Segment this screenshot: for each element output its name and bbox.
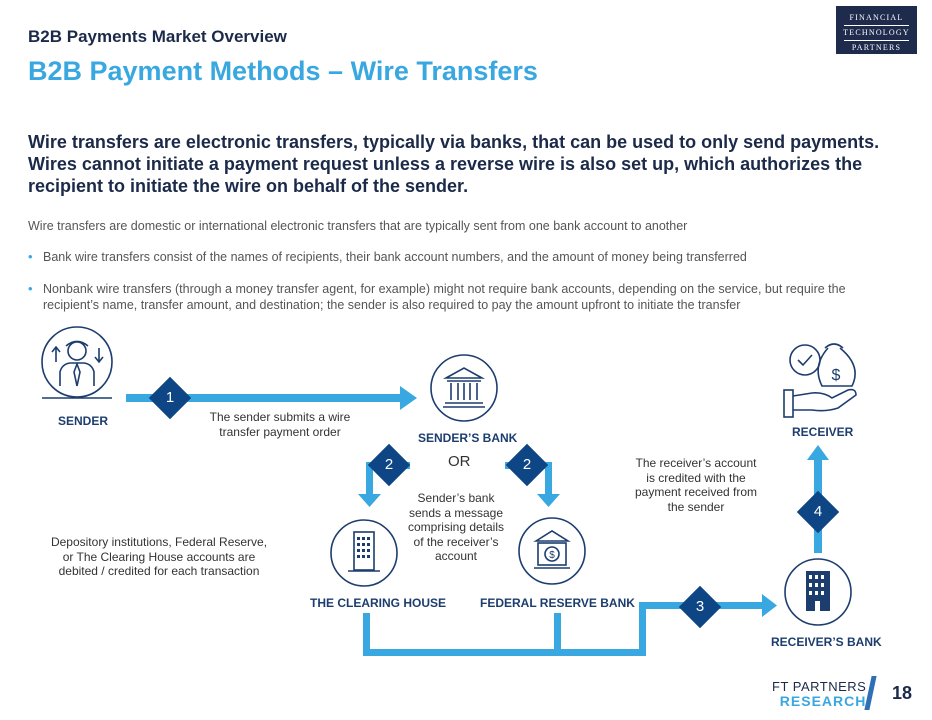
step-number-2-left: 2 <box>384 456 394 473</box>
sender-label: SENDER <box>58 414 109 428</box>
step4-description: The receiver’s account is credited with … <box>634 456 758 514</box>
page-title: B2B Payment Methods – Wire Transfers <box>28 56 538 86</box>
clearing-house-icon <box>330 519 398 587</box>
headline: Wire transfers are electronic transfers,… <box>28 132 880 196</box>
brand-line-2: RESEARCH <box>779 693 867 709</box>
dollar-sign-icon: $ <box>549 550 555 561</box>
step-number-2-right: 2 <box>522 456 532 473</box>
bullet-dot-icon: • <box>28 281 33 296</box>
arrow-sender-to-bank <box>126 386 417 410</box>
senders-bank-icon <box>430 354 498 422</box>
brand-line-1: FT PARTNERS <box>772 679 867 694</box>
step2-description: Sender’s bank sends a message comprising… <box>407 491 505 563</box>
logo-line-3: PARTNERS <box>851 43 902 52</box>
section-title: B2B Payments Market Overview <box>28 27 287 46</box>
sender-icon <box>41 326 113 399</box>
money-bag-dollar-icon: $ <box>832 367 841 384</box>
logo-line-1: FINANCIAL <box>849 13 904 22</box>
ft-partners-research-brand: FT PARTNERS RESEARCH <box>772 679 866 709</box>
step-number-3: 3 <box>695 598 705 615</box>
bullet-dot-icon: • <box>28 249 33 264</box>
bullet-item: • Bank wire transfers consist of the nam… <box>28 249 868 267</box>
federal-reserve-label: FEDERAL RESERVE BANK <box>480 596 635 610</box>
senders-bank-label: SENDER’S BANK <box>418 431 518 445</box>
depository-description: Depository institutions, Federal Reserve… <box>50 535 268 578</box>
receiver-icon <box>783 343 857 418</box>
page-number: 18 <box>892 683 913 703</box>
receiver-label: RECEIVER <box>792 425 854 439</box>
intro-text: Wire transfers are domestic or internati… <box>28 219 688 233</box>
ftp-logo: FINANCIAL TECHNOLOGY PARTNERS <box>836 6 917 54</box>
logo-line-2: TECHNOLOGY <box>843 28 910 37</box>
federal-reserve-icon <box>518 517 586 585</box>
bullet-text: Nonbank wire transfers (through a money … <box>43 282 846 312</box>
step-number-4: 4 <box>813 503 823 520</box>
or-label: OR <box>448 453 471 470</box>
receivers-bank-label: RECEIVER’S BANK <box>771 635 882 649</box>
bullet-text: Bank wire transfers consist of the names… <box>43 250 747 264</box>
step-number-1: 1 <box>165 389 175 406</box>
receivers-bank-icon <box>784 558 852 626</box>
clearing-house-label: THE CLEARING HOUSE <box>310 596 447 610</box>
bullet-item: • Nonbank wire transfers (through a mone… <box>28 281 868 315</box>
step1-description: The sender submits a wire transfer payme… <box>209 410 351 439</box>
